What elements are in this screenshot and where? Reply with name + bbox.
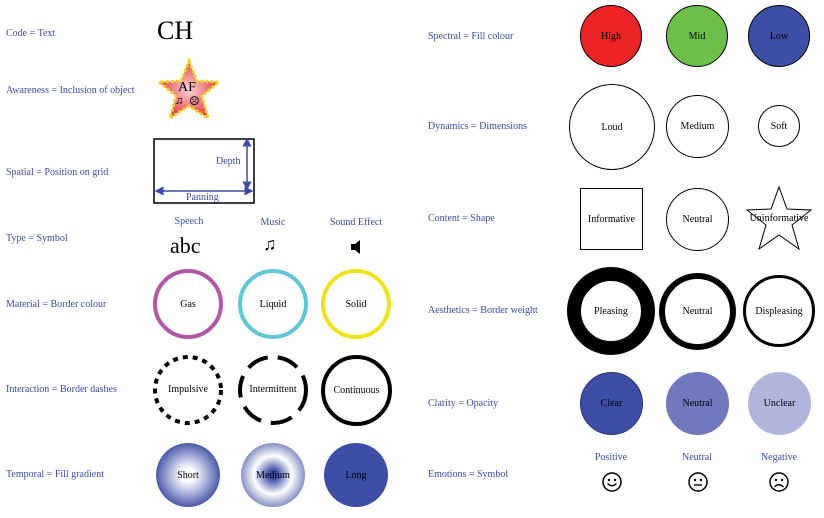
temporal-short: Short [156,443,220,507]
interaction-label: Interaction = Border dashes [6,384,117,395]
material-liquid-text: Liquid [259,298,287,310]
dynamics-medium: Medium [666,95,729,158]
content-informative-text: Informative [587,213,636,225]
content-informative: Informative [580,188,643,250]
dynamics-loud: Loud [569,84,655,170]
spectral-low-text: Low [769,30,789,42]
code-text: CH [157,16,194,45]
aesthetics-pleasing: Pleasing [567,267,655,355]
material-liquid: Liquid [238,269,308,339]
temporal-medium: Medium [241,443,305,507]
clarity-unclear-text: Unclear [763,398,796,409]
dynamics-loud-text: Loud [601,121,623,133]
content-neutral: Neutral [666,188,729,251]
interaction-intermittent: Intermittent [237,354,309,426]
emotions-header-neutral: Neutral [682,452,712,463]
emotions-header-positive: Positive [594,452,628,463]
aesthetics-neutral-text: Neutral [682,306,713,317]
code-label: Code = Text [6,28,56,39]
temporal-long: Long [324,443,388,507]
clarity-neutral: Neutral [666,372,729,435]
aesthetics-displeasing-text: Displeasing [755,305,803,317]
aesthetics-pleasing-text: Pleasing [594,305,628,317]
smiling-face-icon [601,471,623,498]
clarity-label: Clarity = Opacity [428,398,499,409]
material-label: Material = Border colour [6,299,107,310]
star-text: AF [178,80,196,95]
interaction-continuous-text: Continuous [333,385,380,396]
emotions-label: Emotions = Symbol [428,469,509,480]
material-gas: Gas [153,269,223,339]
dynamics-medium-text: Medium [680,121,715,132]
temporal-medium-text: Medium [256,469,290,481]
dynamics-label: Dynamics = Dimensions [428,121,527,132]
frowning-face-icon: ☹ [189,94,200,108]
interaction-intermittent-text: Intermittent [249,384,297,395]
music-note-icon: ♫ [175,95,184,107]
spectral-low: Low [748,5,810,67]
type-header-music: Music [260,217,286,228]
clarity-neutral-text: Neutral [682,398,713,409]
dynamics-soft-text: Soft [770,120,788,132]
clarity-clear: Clear [580,372,643,435]
speech-symbol: abc [170,233,201,258]
frowning-face-icon [768,471,790,498]
neutral-face-icon [687,471,709,498]
aesthetics-label: Aesthetics = Border weight [428,305,538,316]
awareness-star: AF ♫ ☹ [155,56,223,124]
spatial-grid: Depth Panning [153,137,255,204]
awareness-label: Awareness = Inclusion of object [6,85,135,96]
content-label: Content = Shape [428,213,495,224]
clarity-clear-text: Clear [600,398,623,409]
star-outline-icon [745,185,813,251]
spectral-high: High [580,5,642,67]
emotions-header-negative: Negative [760,452,798,463]
material-solid-text: Solid [345,298,367,310]
spectral-mid-text: Mid [688,30,706,42]
depth-label: Depth [216,156,241,167]
spatial-label: Spatial = Position on grid [6,167,109,178]
interaction-impulsive: Impulsive [152,354,224,426]
type-header-sound: Sound Effect [329,217,383,228]
spectral-mid: Mid [666,5,728,67]
content-neutral-text: Neutral [682,214,713,225]
temporal-label: Temporal = Fill gradient [6,469,104,480]
clarity-unclear: Unclear [748,372,811,435]
dynamics-soft: Soft [758,105,800,147]
star-icon [155,56,223,122]
music-note-icon: ♫ [263,234,277,254]
type-label: Type = Symbol [6,233,68,244]
temporal-long-text: Long [345,469,367,481]
type-header-speech: Speech [174,216,204,227]
material-gas-text: Gas [180,298,196,310]
content-uninformative-text: Uninformative [749,213,809,224]
spectral-high-text: High [601,30,621,42]
speaker-icon [350,240,362,259]
grid-arrows [153,137,255,204]
content-uninformative: Uninformative [745,185,813,253]
aesthetics-displeasing: Displeasing [743,275,815,347]
interaction-continuous: Continuous [321,355,392,426]
interaction-impulsive-text: Impulsive [168,384,208,395]
panning-label: Panning [186,192,219,203]
aesthetics-neutral: Neutral [659,273,736,350]
spectral-label: Spectral = Fill colour [428,31,514,42]
temporal-short-text: Short [177,469,199,481]
material-solid: Solid [321,269,391,339]
